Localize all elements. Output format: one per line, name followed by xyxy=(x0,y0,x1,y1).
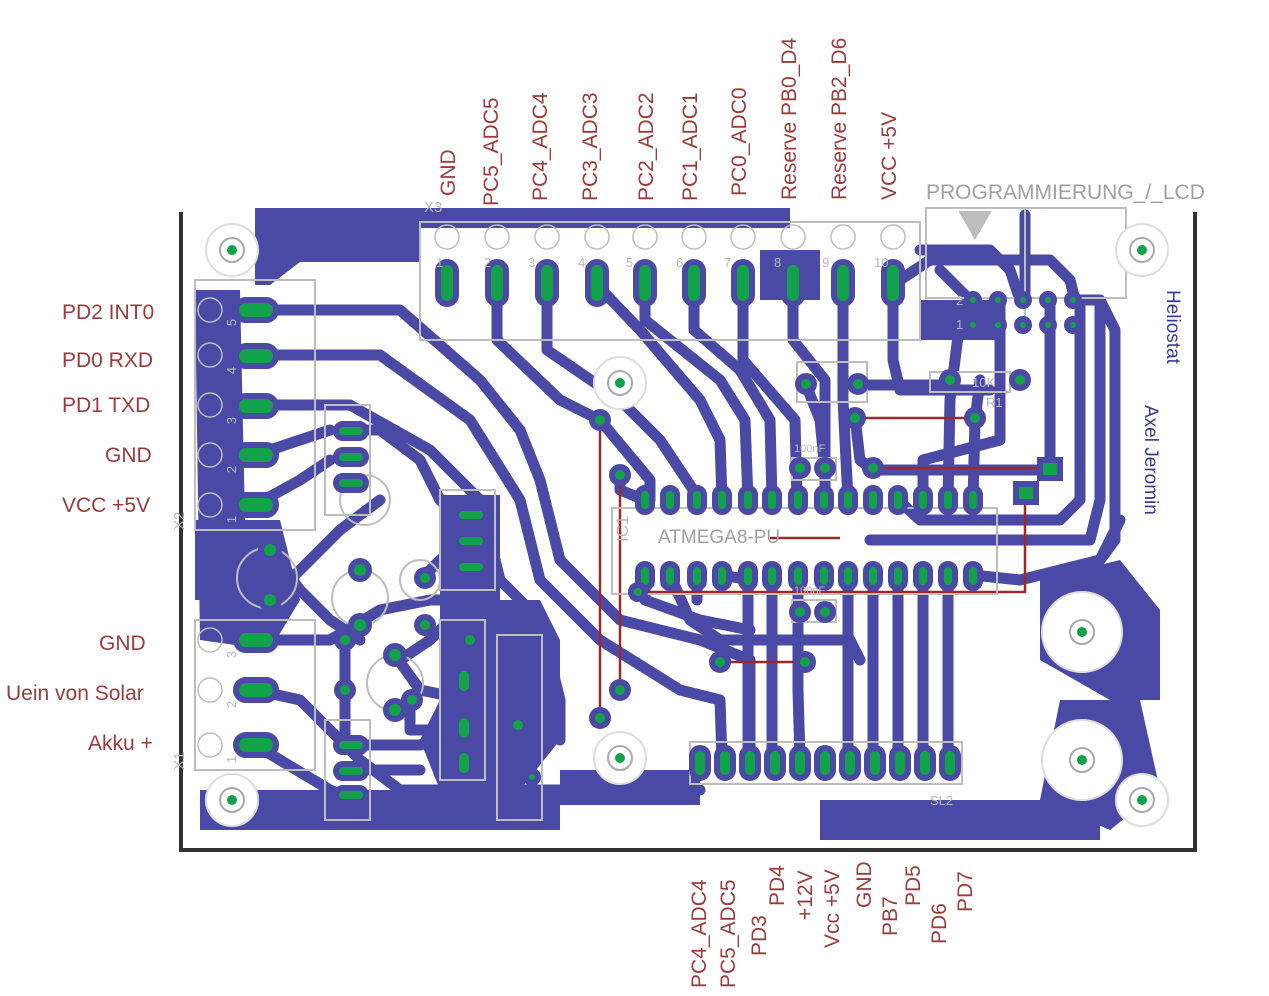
x2-pin-label: GND xyxy=(105,444,152,467)
top-pin-label: PC0_ADC0 xyxy=(728,87,751,196)
copper-traces xyxy=(249,209,1126,826)
top-pin-label: PC2_ADC2 xyxy=(635,92,658,201)
top-pin-label: Reserve PB0_D4 xyxy=(778,37,801,200)
top-connector-ref: X3 xyxy=(424,199,443,216)
pin-number: 4 xyxy=(578,255,586,270)
terminal-screws-left xyxy=(197,297,223,758)
x1-ref: X1 xyxy=(171,751,188,770)
programming-header-label: PROGRAMMIERUNG_/_LCD xyxy=(926,181,1205,204)
top-pin-label: PC3_ADC3 xyxy=(579,92,602,201)
top-pin-label: GND xyxy=(437,149,460,196)
pin-number: 2 xyxy=(484,255,492,270)
prog-row2-number: 2 xyxy=(956,293,964,308)
bottom-pin-label: PB7 xyxy=(879,896,902,936)
pin-number: 3 xyxy=(224,416,240,425)
bottom-pin-label: +12V xyxy=(794,870,817,920)
pin-number: 8 xyxy=(774,255,782,270)
bottom-pin-label: PD3 xyxy=(748,915,771,956)
sl2-ref: SL2 xyxy=(930,793,954,808)
x2-ref: X2 xyxy=(171,511,188,530)
mounting-holes xyxy=(205,223,1169,827)
board-outline xyxy=(179,212,1197,852)
pads xyxy=(233,259,1082,805)
mcu-part-label: ATMEGA8-PU xyxy=(658,527,781,548)
x1-pin-label: GND xyxy=(99,632,146,655)
bottom-pin-label: PC5_ADC5 xyxy=(717,879,740,988)
pin-number: 5 xyxy=(224,318,240,327)
x2-pin-label: PD2 INT0 xyxy=(62,301,155,324)
pin-number: 1 xyxy=(224,755,240,764)
x2-pin-label: VCC +5V xyxy=(62,494,151,517)
r1-ref: R1 xyxy=(986,395,1003,410)
prog-row1-number: 1 xyxy=(956,317,964,332)
pin-number: 1 xyxy=(436,255,444,270)
bottom-pin-label: GND xyxy=(853,861,876,908)
top-pin-label: VCC +5V xyxy=(878,111,901,200)
c-top-value: 100nF xyxy=(794,443,826,455)
pin-number: 1 xyxy=(224,515,240,524)
pin-number: 2 xyxy=(224,700,240,709)
pin-number: 6 xyxy=(676,255,684,270)
x1-pin-label: Akku + xyxy=(88,732,153,755)
c-bottom-value: 100nF xyxy=(794,585,826,597)
pin-number: 3 xyxy=(528,255,536,270)
bottom-pin-label: PC4_ADC4 xyxy=(688,879,711,988)
bottom-pin-label: PD4 xyxy=(766,865,789,906)
author-line2: Axel Jeromin xyxy=(1140,405,1161,515)
pin-number: 10 xyxy=(874,255,889,270)
x2-pin-label: PD1 TXD xyxy=(62,394,151,417)
top-pin-label: PC5_ADC5 xyxy=(480,97,503,206)
x1-pin-label: Uein von Solar xyxy=(6,682,144,705)
pin-number: 5 xyxy=(626,255,634,270)
pin-number: 4 xyxy=(224,366,240,375)
terminal-screws-top xyxy=(434,224,906,250)
top-pin-label: PC1_ADC1 xyxy=(679,92,702,201)
x2-pin-label: PD0 RXD xyxy=(62,349,154,372)
bottom-pin-label: Vcc +5V xyxy=(821,869,844,948)
jumper-wires xyxy=(598,416,1050,720)
bottom-pin-label: PD7 xyxy=(954,871,977,912)
bottom-pin-label: PD5 xyxy=(902,865,925,906)
pin-number: 9 xyxy=(822,255,830,270)
pin-number: 3 xyxy=(224,650,240,659)
r1-value: 10K xyxy=(972,375,996,390)
pin-number: 7 xyxy=(724,255,732,270)
top-pin-label: Reserve PB2_D6 xyxy=(828,37,851,200)
author-line1: Heliostat xyxy=(1162,290,1183,364)
top-pin-label: PC4_ADC4 xyxy=(529,92,552,201)
pin-number: 2 xyxy=(224,465,240,474)
mcu-ref: IC1 xyxy=(613,515,632,542)
bottom-pin-label: PD6 xyxy=(928,903,951,944)
